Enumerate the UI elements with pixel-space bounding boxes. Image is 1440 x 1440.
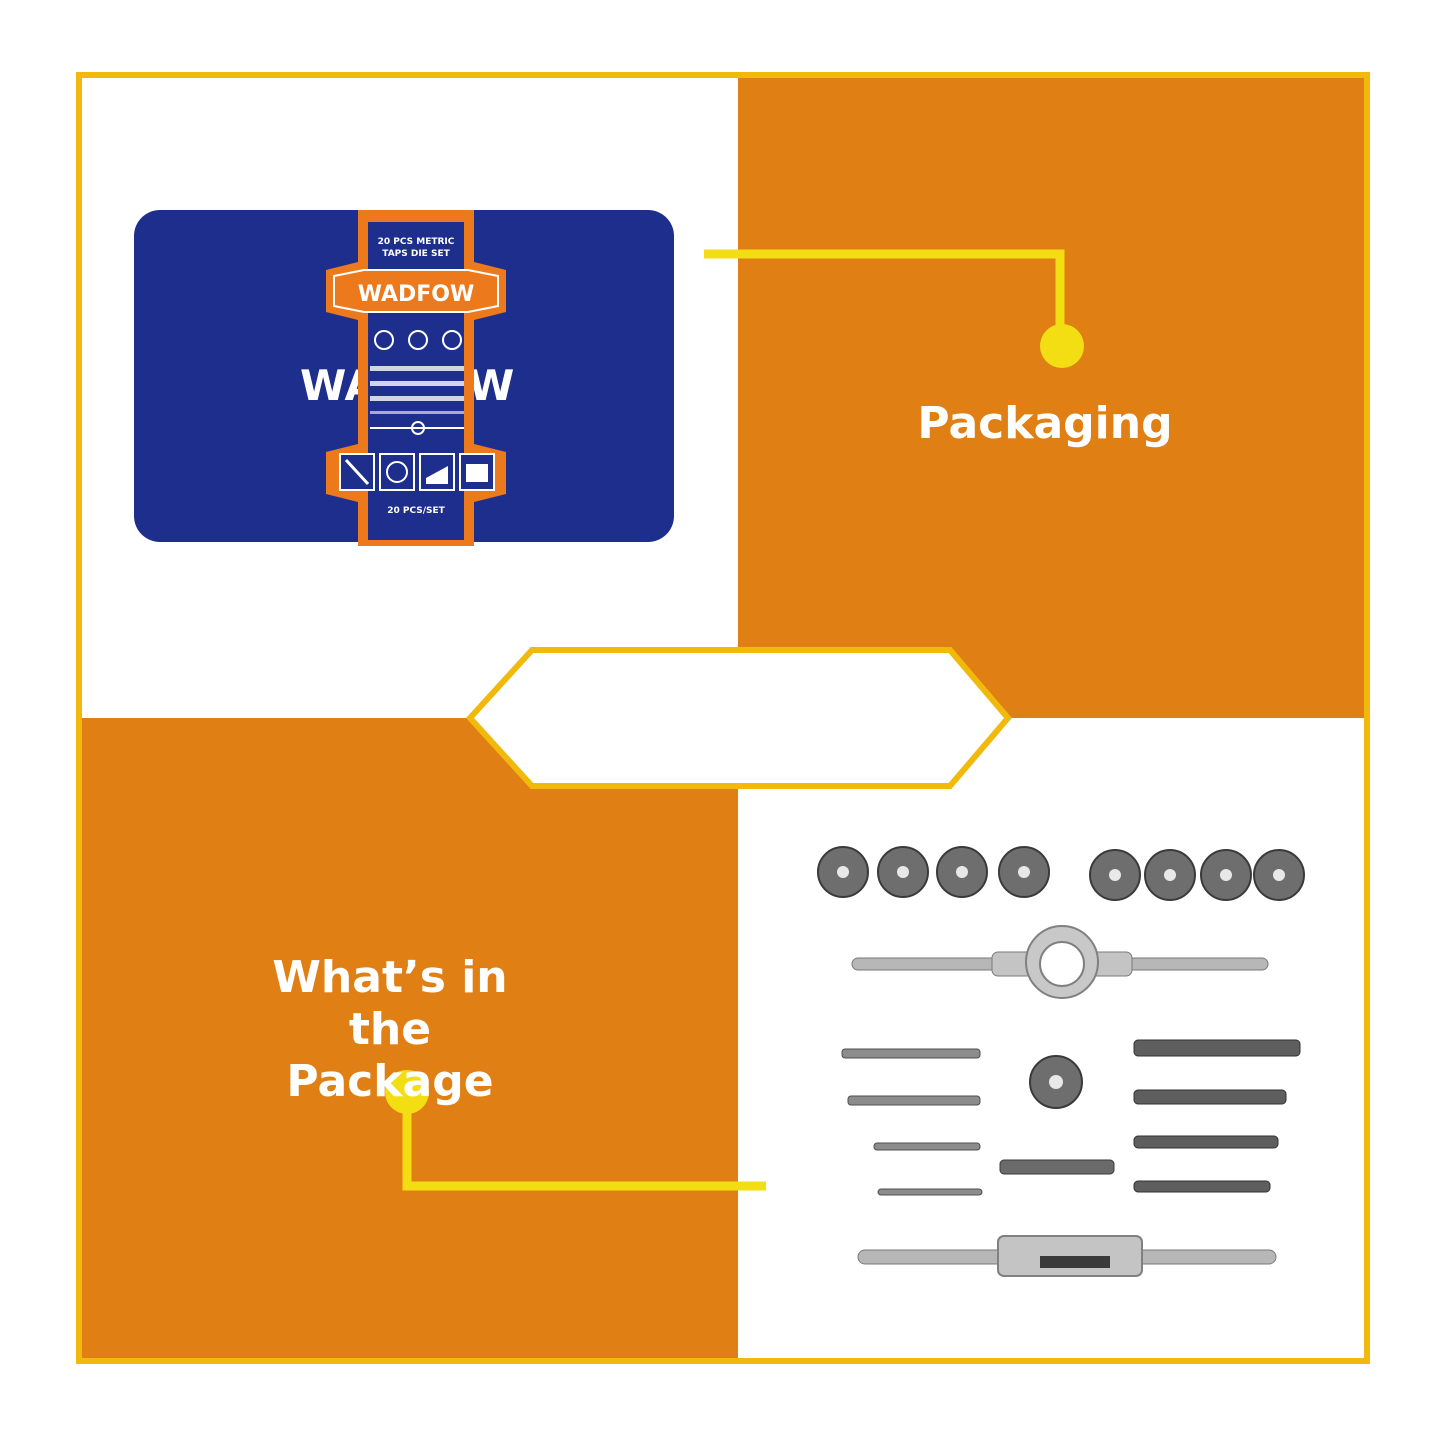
whats-in-line-1: What’s in the xyxy=(272,952,508,1055)
band-set-count: 20 PCS/SET xyxy=(387,506,445,516)
yellow-frame xyxy=(76,72,1370,1364)
contents-label-panel xyxy=(82,718,738,1358)
tap-wrench xyxy=(857,1235,1277,1277)
contents-connector-dot xyxy=(385,1070,429,1114)
whats-in-package-heading: What’s in the Package xyxy=(230,952,550,1108)
center-hexagon xyxy=(465,647,1012,789)
whats-in-line-2: Package xyxy=(286,1056,494,1107)
tap-die-set-image xyxy=(817,846,1305,1277)
packaging-connector-dot xyxy=(1040,324,1084,368)
packaging-label-panel xyxy=(738,78,1364,718)
packaging-heading: Packaging xyxy=(917,398,1173,449)
band-title-2: TAPS DIE SET xyxy=(382,249,450,259)
packaging-box-image: WA W WADFOW 20 PCS METRIC TAPS DIE SET 2… xyxy=(134,210,674,546)
contents-connector-line xyxy=(402,1100,766,1191)
die-stock-wrench xyxy=(851,925,1269,999)
packaging-connector-line xyxy=(704,249,1065,340)
svg-text:W: W xyxy=(468,361,514,410)
band-brand: WADFOW xyxy=(358,282,475,307)
band-title-1: 20 PCS METRIC xyxy=(378,237,455,247)
